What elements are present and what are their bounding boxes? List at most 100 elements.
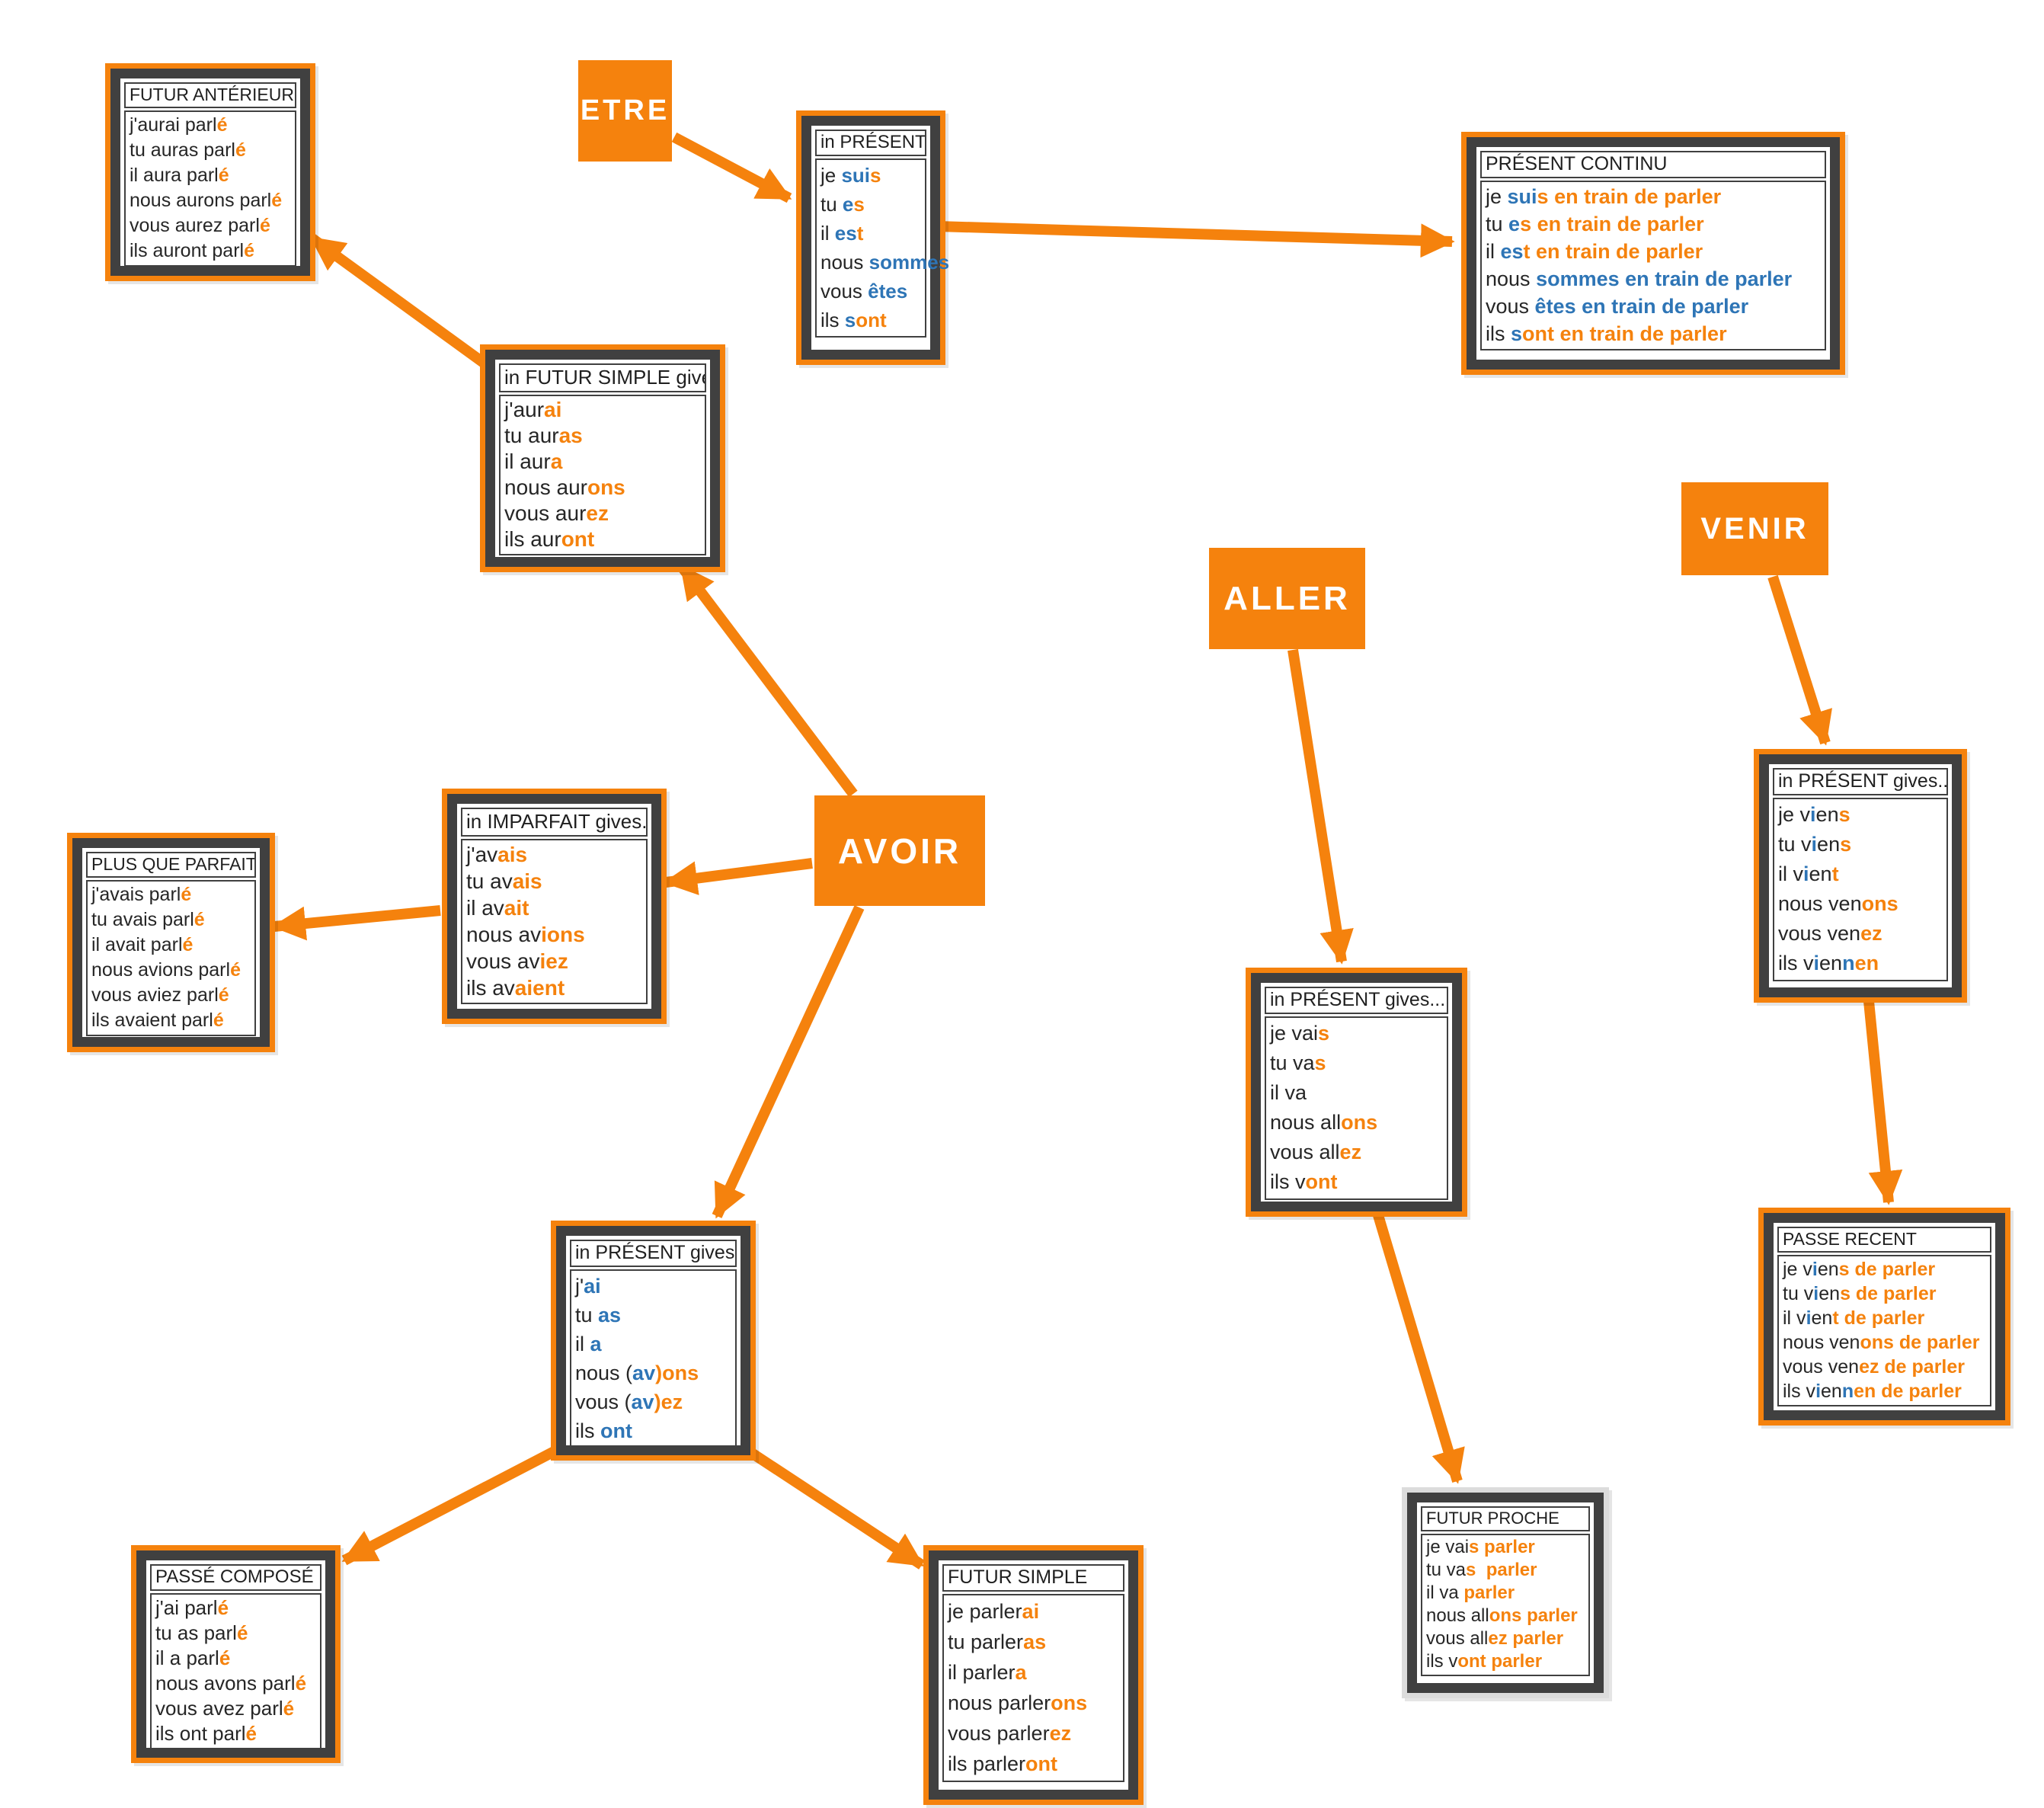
conjugation-segment: ons xyxy=(1051,1691,1088,1714)
conjugation-line: il est en train de parler xyxy=(1486,238,1821,265)
conjugation-line: j'avais parlé xyxy=(91,882,251,907)
conjugation-segment: n xyxy=(1841,1381,1854,1402)
conjugation-line: vous aurez parlé xyxy=(130,213,291,238)
conjugation-segment: vous avez parl xyxy=(155,1697,283,1720)
conjugation-segment: nous avons parl xyxy=(155,1672,296,1694)
arrow-aller-present-to-futur-proche xyxy=(1371,1206,1465,1484)
conjugation-segment: il va xyxy=(1270,1081,1307,1104)
arrow-avoir-to-futur-simple-gives xyxy=(677,563,858,798)
conjugation-segment: s xyxy=(1318,1022,1330,1045)
conjugation-segment: vous xyxy=(820,280,868,302)
conjugation-line: vous aurez xyxy=(504,501,701,526)
conjugation-segment: ons parler xyxy=(1489,1605,1578,1626)
conjugation-segment: nous ven xyxy=(1783,1332,1860,1353)
conjugation-segment: êtes xyxy=(868,280,908,302)
conjugation-segment: ez xyxy=(1339,1141,1362,1163)
conjugation-line: il va xyxy=(1270,1078,1443,1108)
conjugation-line: nous (av)ons xyxy=(575,1358,731,1387)
conjugation-line: nous avons parlé xyxy=(155,1671,316,1696)
conjugation-segment: tu as parl xyxy=(155,1621,237,1644)
conjugation-segment: ils av xyxy=(466,976,515,1000)
conjugation-segment: ils avaient parl xyxy=(91,1010,213,1031)
conjugation-segment: es xyxy=(834,222,857,245)
conjugation-segment: je vai xyxy=(1270,1022,1319,1045)
conjugation-segment: é xyxy=(235,139,246,161)
conjugation-segment: es xyxy=(1500,240,1524,263)
conjugation-segment: nous aurons parl xyxy=(130,190,272,211)
conjugation-line: ils viennen xyxy=(1778,949,1943,978)
conjugation-segment: e xyxy=(842,193,854,216)
conjugation-segment: ils aur xyxy=(504,527,561,551)
conjugation-segment: av xyxy=(631,1390,654,1413)
conjugation-line: vous allez xyxy=(1270,1138,1443,1167)
conjugation-segment: iez xyxy=(539,949,568,973)
conjugation-line: je vais parler xyxy=(1426,1536,1585,1559)
conjugation-segment: nous ( xyxy=(575,1362,633,1384)
conjugation-segment: ont xyxy=(561,527,595,551)
conjugation-segment: as xyxy=(1023,1630,1047,1653)
conjugation-segment: tu aur xyxy=(504,424,559,447)
conjugation-line: ils auront xyxy=(504,526,701,552)
conjugation-segment: je xyxy=(1486,185,1508,208)
conjugation-segment: ont xyxy=(600,1419,632,1442)
conjugation-line: il est xyxy=(820,219,921,248)
conjugation-segment: j'av xyxy=(466,843,498,866)
conjugation-line: il avait xyxy=(466,894,642,921)
conjugation-line: nous parlerons xyxy=(948,1688,1119,1718)
conjugation-line: il aura parlé xyxy=(130,163,291,188)
arrow-venir-to-venir-present xyxy=(1767,574,1832,746)
conjugation-segment: a xyxy=(1015,1661,1027,1684)
conjugation-segment: ons de parler xyxy=(1860,1332,1980,1353)
conjugation-segment: i xyxy=(1813,1283,1819,1304)
conjugation-line: nous allons parler xyxy=(1426,1605,1585,1627)
arrow-avoir-present-to-passe-compose xyxy=(341,1442,565,1566)
conjugation-line: tu es xyxy=(820,190,921,219)
arrow-imparfait-gives-to-plus-que-parfait xyxy=(271,905,441,941)
conjugation-segment: i xyxy=(1813,952,1820,974)
conjugation-segment: il xyxy=(1486,240,1501,263)
conjugation-line: il va parler xyxy=(1426,1582,1585,1605)
conjugation-segment: é xyxy=(219,1646,231,1669)
arrow-aller-to-aller-present xyxy=(1287,648,1354,965)
conjugation-segment: s xyxy=(1314,1051,1326,1074)
conjugation-segment: vous xyxy=(1486,295,1535,318)
conjugation-segment: ais xyxy=(512,869,542,893)
conjugation-segment: t xyxy=(856,222,864,245)
conjugation-line: il a parlé xyxy=(155,1646,316,1671)
conjugation-segment: ont parler xyxy=(1457,1651,1543,1672)
conjugation-segment: ions xyxy=(541,923,585,946)
box-title: PASSE RECENT xyxy=(1777,1227,1991,1253)
conjugation-segment: i xyxy=(1812,1259,1818,1280)
conjugation-segment: j' xyxy=(575,1275,584,1298)
conjugation-segment: il xyxy=(820,222,835,245)
conjugation-line: je vais xyxy=(1270,1019,1443,1048)
conjugation-line: tu viens xyxy=(1778,830,1943,859)
conjugation-segment: é xyxy=(230,959,241,981)
conjugation-line: ils parleront xyxy=(948,1749,1119,1779)
conjugation-segment: ez xyxy=(1860,922,1882,945)
arrow-futur-simple-gives-to-futur-anterieur xyxy=(309,234,491,370)
conjugation-segment: s en train de parler xyxy=(1520,213,1704,235)
conjugation-line: il vient de parler xyxy=(1783,1306,1986,1330)
conjugation-segment: nous xyxy=(1486,267,1537,290)
conjugation-line: nous venons xyxy=(1778,889,1943,919)
conjugation-segment: nous avions parl xyxy=(91,959,231,981)
conjugation-line: nous allons xyxy=(1270,1108,1443,1138)
box-title: FUTUR SIMPLE xyxy=(942,1564,1124,1592)
conjugation-segment: as xyxy=(558,424,583,447)
conjugation-segment: tu xyxy=(1486,213,1509,235)
conjugation-line: j'avais xyxy=(466,841,642,868)
conjugation-line: ils vont parler xyxy=(1426,1650,1585,1673)
conjugation-line: tu as parlé xyxy=(155,1621,316,1646)
conjugation-segment: ais xyxy=(497,843,528,866)
conjugation-segment: vous all xyxy=(1270,1141,1340,1163)
arrow-venir-present-to-passe-recent xyxy=(1863,993,1903,1205)
conjugation-segment: ez xyxy=(1049,1722,1072,1745)
